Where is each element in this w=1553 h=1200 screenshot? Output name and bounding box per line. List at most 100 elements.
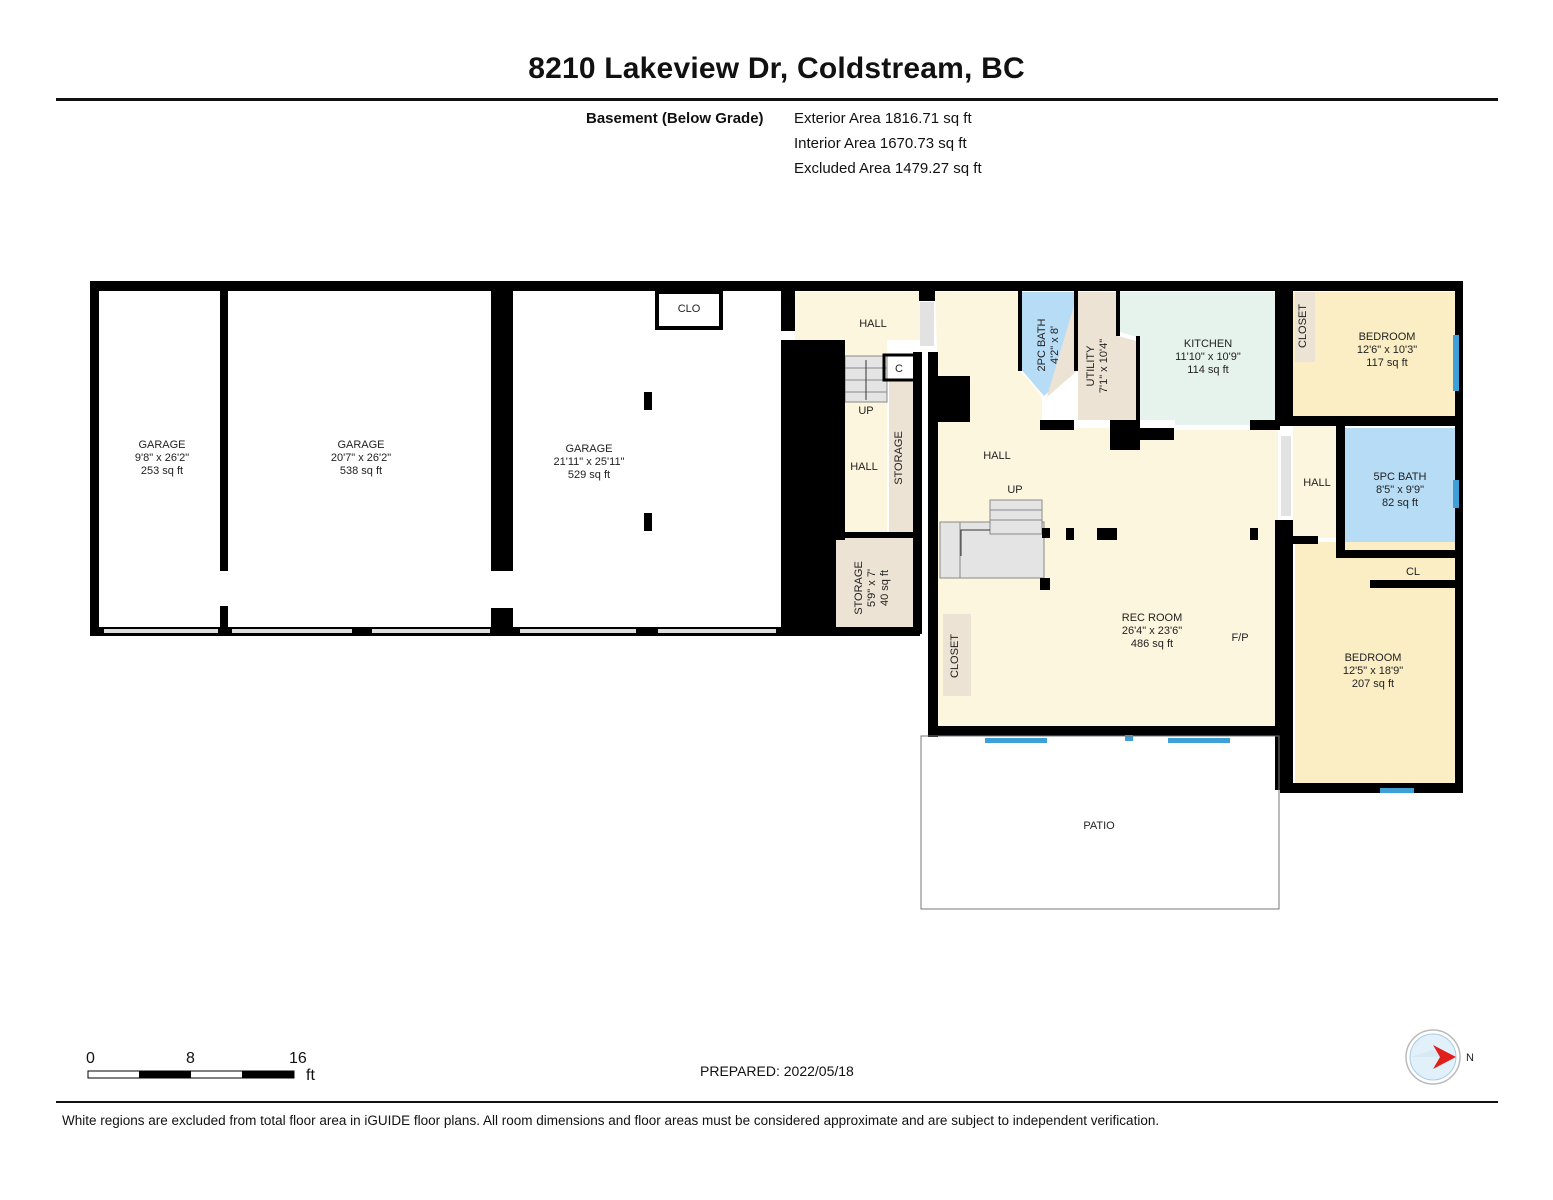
- storage-small-fill: [836, 538, 916, 627]
- wall-garage3-east-top: [781, 281, 795, 331]
- wall-bed1-south: [1293, 416, 1455, 426]
- hall-top-fill: [795, 292, 920, 340]
- kitchen-name: KITCHEN: [1184, 338, 1232, 350]
- room-labels: GARAGE 9'8" x 26'2" 253 sq ft GARAGE 20'…: [135, 303, 1427, 832]
- bedroom2-name: BEDROOM: [1345, 652, 1402, 664]
- wall-bed2-top: [1288, 536, 1318, 544]
- rec-hall-fill: [935, 292, 1278, 727]
- garage1-area: 253 sq ft: [141, 465, 183, 477]
- prepared-date: PREPARED: 2022/05/18: [700, 1063, 854, 1079]
- garage2-name: GARAGE: [337, 439, 384, 451]
- kitchen-area: 114 sq ft: [1187, 364, 1228, 376]
- garage3-name: GARAGE: [565, 443, 612, 455]
- wall-util-e: [1116, 291, 1120, 336]
- bedroom1-dims: 12'6" x 10'3": [1357, 344, 1417, 356]
- rec-area: 486 sq ft: [1131, 638, 1173, 650]
- bedroom2-area: 207 sq ft: [1352, 678, 1394, 690]
- hall-right-name: HALL: [1303, 477, 1331, 489]
- compass-icon: N: [1405, 1029, 1474, 1085]
- wall-kitchen-south: [1140, 428, 1174, 440]
- fp-name: F/P: [1231, 632, 1248, 644]
- wall-stair-west: [836, 340, 845, 540]
- column-7: [1040, 578, 1050, 590]
- wall-garage3-east: [781, 340, 836, 636]
- wall-bath2-w: [1018, 291, 1022, 371]
- storage-tall-name: STORAGE: [893, 431, 905, 485]
- patio-name: PATIO: [1083, 820, 1115, 832]
- walls: [90, 281, 1463, 793]
- bedroom2-dims: 12'5" x 18'9": [1343, 665, 1403, 677]
- bedroom1-area: 117 sq ft: [1366, 357, 1407, 369]
- room-fills: [795, 292, 1455, 787]
- header-rule: [56, 98, 1498, 101]
- window-bath5: [1453, 480, 1459, 508]
- page-title: 8210 Lakeview Dr, Coldstream, BC: [528, 52, 1025, 85]
- wall-rec-south: [928, 726, 1280, 736]
- window-rec-1: [985, 738, 1047, 743]
- garage3-area: 529 sq ft: [568, 469, 610, 481]
- bath2-name: 2PC BATH: [1036, 318, 1048, 371]
- interior-area: Interior Area 1670.73 sq ft: [794, 135, 967, 152]
- stairs: [844, 355, 1045, 579]
- utility-name: UTILITY: [1085, 345, 1097, 387]
- wall-west: [90, 281, 99, 636]
- bath2-labels: 2PC BATH 4'2" x 8': [1036, 318, 1061, 371]
- window-rec-2: [1168, 738, 1230, 743]
- wall-util-e2: [1136, 336, 1140, 426]
- c-name: C: [895, 363, 903, 375]
- clo-closet: [655, 290, 723, 330]
- closet-rec-name: CLOSET: [949, 634, 961, 678]
- cl-name: CL: [1406, 566, 1420, 578]
- footer-rule: [56, 1101, 1498, 1103]
- hall-top-name: HALL: [859, 318, 887, 330]
- scale-tick-8: 8: [186, 1050, 195, 1067]
- wall-util-south: [1040, 420, 1074, 430]
- garage2-dims: 20'7" x 26'2": [331, 452, 391, 464]
- excluded-area: Excluded Area 1479.27 sq ft: [794, 160, 982, 177]
- closet-bed-fill: [1295, 292, 1315, 362]
- bath5-fill: [1345, 428, 1455, 552]
- level-label: Basement (Below Grade): [586, 110, 764, 127]
- utility-dims: 7'1" x 10'4": [1098, 339, 1110, 393]
- wall-kitchen-se: [1250, 420, 1280, 430]
- window-bed1: [1453, 335, 1459, 391]
- bath2-dims: 4'2" x 8': [1049, 326, 1061, 364]
- garage1-dims: 9'8" x 26'2": [135, 452, 189, 464]
- exterior-area: Exterior Area 1816.71 sq ft: [794, 110, 972, 127]
- stair-main-upper: [989, 499, 1043, 535]
- bath5-name: 5PC BATH: [1374, 471, 1427, 483]
- closet-bed-name: CLOSET: [1297, 304, 1309, 348]
- wall-bath2-e: [1074, 291, 1078, 371]
- patio-outline: [920, 735, 1280, 910]
- clo-name: CLO: [678, 303, 701, 315]
- column-2: [644, 513, 652, 531]
- scale-tick-16: 16: [289, 1050, 307, 1067]
- column-6: [1250, 528, 1258, 540]
- garage1-name: GARAGE: [138, 439, 185, 451]
- scale-unit: ft: [306, 1067, 315, 1084]
- wall-block: [936, 376, 970, 422]
- wall-rec-east: [1275, 520, 1293, 790]
- storage-small-dims: 5'9" x 7': [866, 569, 878, 607]
- disclaimer: White regions are excluded from total fl…: [62, 1113, 1160, 1128]
- utility-labels: UTILITY 7'1" x 10'4": [1085, 339, 1110, 393]
- wall-kitchen-east: [1275, 281, 1293, 426]
- bedroom1-fill: [1293, 292, 1455, 420]
- storage-tall-fill: [889, 380, 913, 532]
- storage-small-labels: STORAGE 5'9" x 7' 40 sq ft: [853, 561, 891, 615]
- storage-small-area: 40 sq ft: [879, 570, 891, 606]
- window-rec-3: [1125, 735, 1133, 741]
- wall-hall-top: [919, 281, 935, 301]
- wall-garage2-3: [491, 281, 513, 571]
- wall-garage1-2: [220, 281, 228, 571]
- column-1: [644, 392, 652, 410]
- bedroom1-name: BEDROOM: [1359, 331, 1416, 343]
- window-bed2: [1380, 788, 1414, 793]
- wall-cl-south: [1370, 580, 1456, 588]
- wall-storage-east: [913, 352, 922, 634]
- storage-small-name: STORAGE: [853, 561, 865, 615]
- scale-tick-0: 0: [86, 1050, 95, 1067]
- kitchen-dims: 11'10" x 10'9": [1175, 351, 1241, 363]
- garage2-area: 538 sq ft: [340, 465, 382, 477]
